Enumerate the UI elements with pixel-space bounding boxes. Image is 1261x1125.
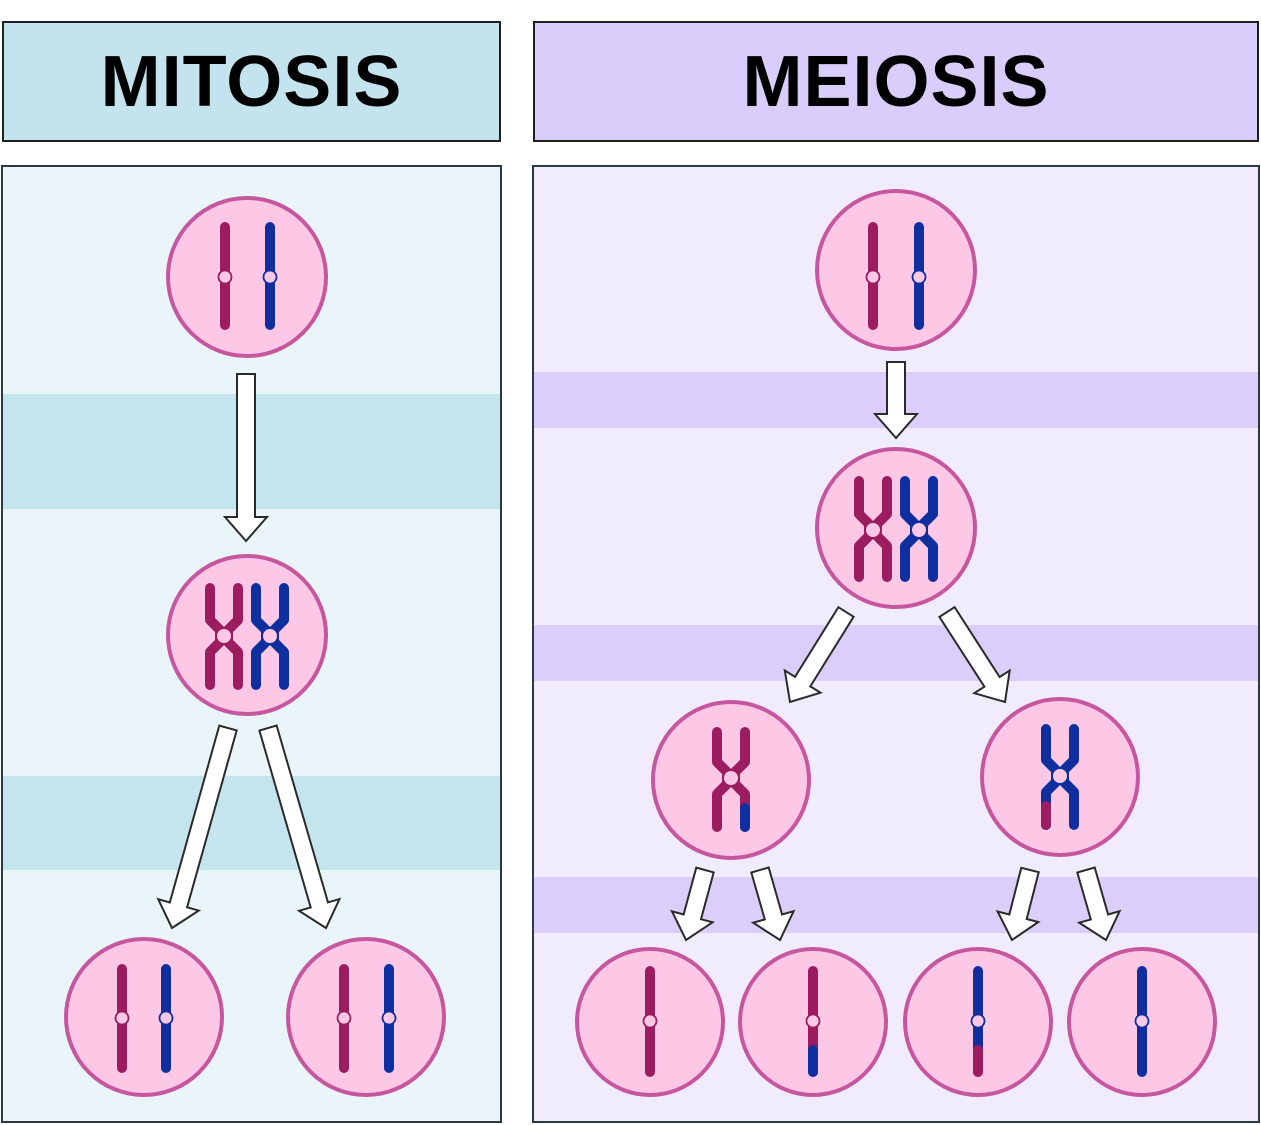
centromere — [215, 627, 233, 645]
centromere — [910, 521, 928, 539]
centromere — [381, 1010, 397, 1026]
centromere — [261, 627, 279, 645]
cell-membrane — [815, 447, 977, 609]
meiosis-header: MEIOSIS — [533, 21, 1259, 142]
centromere — [864, 521, 882, 539]
meiosis-parent-cell — [815, 189, 977, 351]
arrow-icon — [670, 866, 715, 942]
mitosis-replicated-cell — [166, 554, 328, 716]
mitosis-daughter-cell — [64, 937, 224, 1097]
mitosis-parent-cell — [166, 196, 328, 358]
arrow-icon — [938, 605, 1012, 704]
cell-membrane — [286, 937, 446, 1097]
arrow-icon — [872, 361, 920, 440]
centromere — [217, 269, 233, 285]
centromere — [970, 1013, 986, 1029]
meiosis-title: MEIOSIS — [742, 41, 1050, 122]
meiosis-secondary-cell — [651, 700, 811, 860]
arrow-icon — [783, 605, 855, 704]
centromere — [336, 1010, 352, 1026]
arrow-icon — [750, 866, 796, 942]
meiosis-secondary-cell — [980, 697, 1140, 857]
mitosis-daughter-cell — [286, 937, 446, 1097]
meiosis-band — [533, 625, 1259, 681]
meiosis-replicated-cell — [815, 447, 977, 609]
mitosis-title: MITOSIS — [100, 41, 403, 122]
centromere — [114, 1010, 130, 1026]
meiosis-gamete-cell — [1067, 947, 1217, 1097]
centromere — [642, 1013, 658, 1029]
cell-membrane — [64, 937, 224, 1097]
centromere — [911, 269, 927, 285]
centromere — [158, 1010, 174, 1026]
centromere — [865, 269, 881, 285]
arrow-icon — [222, 373, 270, 543]
mitosis-header: MITOSIS — [2, 21, 501, 142]
cell-membrane — [815, 189, 977, 351]
cell-membrane — [166, 196, 328, 358]
arrow-icon — [258, 724, 342, 930]
meiosis-gamete-cell — [738, 947, 888, 1097]
centromere — [805, 1013, 821, 1029]
meiosis-panel-border — [532, 165, 1260, 1123]
centromere — [722, 769, 740, 787]
centromere — [1051, 767, 1069, 785]
centromere — [262, 269, 278, 285]
meiosis-band — [533, 877, 1259, 933]
arrow-icon — [995, 866, 1041, 942]
meiosis-gamete-cell — [575, 947, 725, 1097]
arrow-icon — [156, 724, 238, 930]
meiosis-gamete-cell — [903, 947, 1053, 1097]
cell-membrane — [166, 554, 328, 716]
mitosis-band — [2, 776, 501, 870]
mitosis-panel-border — [1, 165, 502, 1123]
arrow-icon — [1076, 866, 1122, 942]
centromere — [1134, 1013, 1150, 1029]
